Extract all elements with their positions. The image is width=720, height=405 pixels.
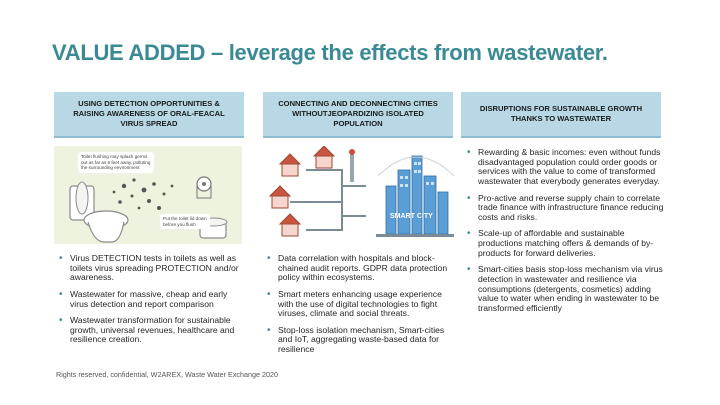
column-header-connecting: CONNECTING AND DECONNECTING CITIES WITHO… [263, 92, 453, 138]
list-item: Scale-up of affordable and sustainable p… [466, 229, 668, 258]
slide-title: VALUE ADDED – leverage the effects from … [52, 40, 608, 65]
list-item: Wastewater transformation for sustainabl… [58, 315, 244, 345]
callout-lid-down: Put the toilet lid down before you flush [160, 214, 210, 230]
list-item: Stop-loss isolation mechanism, Smart-cit… [266, 325, 456, 355]
bullet-list-connecting: Data correlation with hospitals and bloc… [266, 253, 456, 362]
list-item: Data correlation with hospitals and bloc… [266, 253, 456, 283]
list-item: Smart meters enhancing usage experience … [266, 289, 456, 319]
footer-copyright: Rights reserved, confidential, W2AREX, W… [56, 370, 278, 379]
list-item: Pro-active and reverse supply chain to c… [466, 193, 668, 223]
list-item: Smart-cities basis stop-loss mechanism v… [466, 264, 668, 313]
list-item: Virus DETECTION tests in toilets as well… [58, 253, 244, 283]
smart-city-icon: SMART CITY [268, 146, 455, 237]
toilet-illustration: Toilet flushing may splash germs out as … [54, 146, 242, 244]
smart-city-illustration: SMART CITY [266, 146, 456, 244]
list-item: Wastewater for massive, cheap and early … [58, 289, 244, 309]
list-item: Rewarding & basic incomes: even without … [466, 147, 668, 187]
column-header-disruptions: DISRUPTIONS FOR SUSTAINABLE GROWTH THANK… [461, 92, 661, 138]
bullet-list-disruptions: Rewarding & basic incomes: even without … [466, 147, 668, 320]
column-header-detection: USING DETECTION OPPORTUNITIES & RAISING … [54, 92, 244, 138]
bullet-list-detection: Virus DETECTION tests in toilets as well… [58, 253, 244, 352]
smart-city-label: SMART CITY [390, 213, 433, 220]
callout-flush-splash: Toilet flushing may splash germs out as … [78, 152, 154, 174]
